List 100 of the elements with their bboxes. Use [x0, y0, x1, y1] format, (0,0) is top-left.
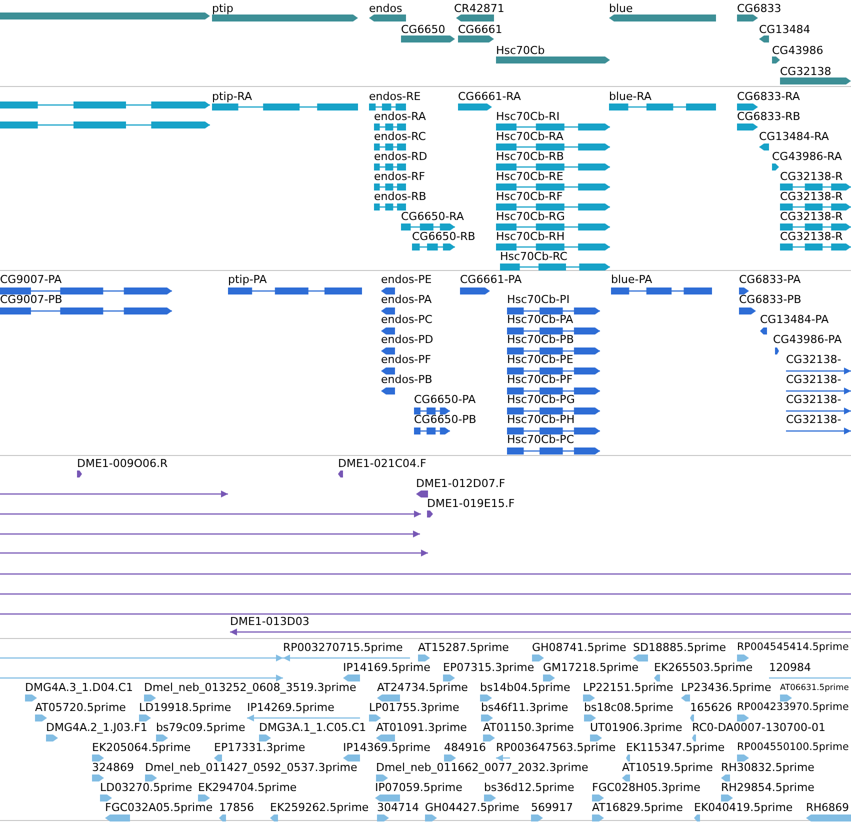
feature-label: AT01150.3prime — [483, 721, 574, 734]
feature-label: LD19918.5prime — [139, 701, 232, 714]
feature-label: 569917 — [531, 801, 573, 814]
feature-label: DME1-019E15.F — [427, 497, 515, 510]
feature-label: endos-PB — [381, 373, 432, 386]
feature-label: DMG3A.1_1.C05.C1 — [259, 721, 366, 734]
feature-label: Dmel_neb_011427_0592_0537.3prime — [145, 761, 358, 774]
feature-label: Dmel_neb_011662_0077_2032.3prime — [376, 761, 588, 774]
feature-label: CG6661 — [458, 23, 502, 36]
feature-label: CG32138-R — [780, 210, 843, 223]
feature-label: CG43986 — [772, 44, 824, 57]
feature-label: GH08741.5prime — [532, 641, 626, 654]
feature-label: GH04427.5prime — [425, 801, 520, 814]
feature-label: endos-RB — [374, 190, 426, 203]
feature-label: EK115347.5prime — [626, 741, 725, 754]
feature-label: CG32138-R — [780, 230, 843, 243]
feature-label: CG43986-PA — [773, 333, 842, 346]
feature-label: 120984 — [769, 661, 811, 674]
feature-label: bs36d12.5prime — [484, 781, 574, 794]
feature-label: IP14369.5prime — [343, 741, 430, 754]
feature-label: Hsc70Cb-PC — [507, 433, 574, 446]
feature-label: Hsc70Cb-RE — [496, 170, 564, 183]
feature-label: endos-PC — [381, 313, 432, 326]
feature-label: RC0-DA0007-130700-01 — [692, 721, 826, 734]
feature-label: Hsc70Cb-RF — [496, 190, 563, 203]
feature-label: RP003270715.5prime — [283, 641, 403, 654]
feature-label: blue — [609, 2, 633, 15]
feature-label: Hsc70Cb-PF — [507, 373, 573, 386]
feature-label: DME1-012D07.F — [416, 477, 506, 490]
feature-label: EK205064.5prime — [92, 741, 191, 754]
feature-label: 484916 — [444, 741, 486, 754]
feature-label: ptip-RA — [212, 90, 252, 103]
feature-label: FGC032A05.5prime — [105, 801, 213, 814]
feature-label: CG6833-RB — [737, 110, 800, 123]
feature-label: CR42871 — [454, 2, 504, 15]
feature-label: EK265503.5prime — [654, 661, 753, 674]
feature-label: RH29854.5prime — [721, 781, 814, 794]
feature-label: CG6650-PA — [414, 393, 476, 406]
feature-label: AT01091.3prime — [376, 721, 467, 734]
feature-label: endos-PF — [381, 353, 432, 366]
feature-label: CG13484-PA — [760, 313, 829, 326]
feature-label: CG32138- — [786, 393, 842, 406]
feature-label: Hsc70Cb-RI — [496, 110, 560, 123]
feature-label: ptip — [212, 2, 234, 15]
feature-label: RH30832.5prime — [721, 761, 814, 774]
feature-label: endos-RF — [374, 170, 426, 183]
feature-label: endos-RA — [374, 110, 426, 123]
feature-label: RP003647563.5prime — [496, 741, 616, 754]
feature-label: endos-RC — [374, 130, 426, 143]
feature-label: endos-PE — [381, 273, 432, 286]
feature-label: Hsc70Cb-PH — [507, 413, 575, 426]
feature-label: SD18885.5prime — [633, 641, 726, 654]
feature-label: AT16829.5prime — [592, 801, 683, 814]
feature-label: endos-RD — [374, 150, 428, 163]
feature-label: CG32138- — [786, 413, 842, 426]
feature-label: UT01906.3prime — [590, 721, 682, 734]
feature-label: CG6833-PB — [739, 293, 802, 306]
feature-label: endos — [369, 2, 402, 15]
feature-label: RH6869 — [806, 801, 849, 814]
feature-label: 17856 — [219, 801, 254, 814]
feature-label: CG9007-PA — [0, 273, 62, 286]
feature-label: bs18c08.5prime — [584, 701, 674, 714]
feature-label: Hsc70Cb-RH — [496, 230, 565, 243]
feature-label: AT15287.5prime — [418, 641, 509, 654]
feature-label: IP14169.5prime — [343, 661, 430, 674]
feature-label: CG6661-PA — [460, 273, 522, 286]
feature-label: IP07059.5prime — [375, 781, 462, 794]
feature-label: AT05720.5prime — [35, 701, 126, 714]
feature-label: LP01755.3prime — [369, 701, 460, 714]
feature-label: EP17331.3prime — [214, 741, 306, 754]
feature-label: CG6650-PB — [414, 413, 476, 426]
feature-label: CG13484 — [759, 23, 810, 36]
feature-label: CG32138- — [786, 373, 842, 386]
feature-label: CG32138 — [780, 65, 832, 78]
feature-label: CG6661-RA — [458, 90, 521, 103]
feature-label: CG32138-R — [780, 170, 843, 183]
feature-label: AT06631.5prime — [780, 681, 849, 694]
feature-label: RP004550100.5prime — [737, 741, 849, 754]
feature-label: EK294704.5prime — [198, 781, 297, 794]
feature-label: endos-PD — [381, 333, 434, 346]
feature-label: Hsc70Cb-PB — [507, 333, 574, 346]
feature-label: CG6833-RA — [737, 90, 800, 103]
feature-label: Hsc70Cb-PG — [507, 393, 575, 406]
feature-label: DME1-013D03 — [230, 615, 310, 628]
feature-label: AT10519.5prime — [622, 761, 713, 774]
feature-label: ptip-PA — [228, 273, 267, 286]
feature-label: Hsc70Cb-PE — [507, 353, 574, 366]
feature-label: CG13484-RA — [759, 130, 829, 143]
feature-label: DMG4A.3_1.D04.C1 — [25, 681, 133, 694]
feature-label: Hsc70Cb — [496, 44, 545, 57]
feature-label: CG32138- — [786, 353, 842, 366]
feature-label: endos-RE — [369, 90, 421, 103]
feature-label: FGC028H05.3prime — [592, 781, 700, 794]
feature-label: DMG4A.2_1.J03.F1 — [46, 721, 148, 734]
feature-label: LP23436.5prime — [681, 681, 772, 694]
feature-label: CG6833 — [737, 2, 782, 15]
feature-label: Hsc70Cb-PA — [507, 313, 574, 326]
feature-label: IP14269.5prime — [247, 701, 334, 714]
feature-label: CG9007-PB — [0, 293, 62, 306]
feature-label: bs79c09.5prime — [156, 721, 246, 734]
